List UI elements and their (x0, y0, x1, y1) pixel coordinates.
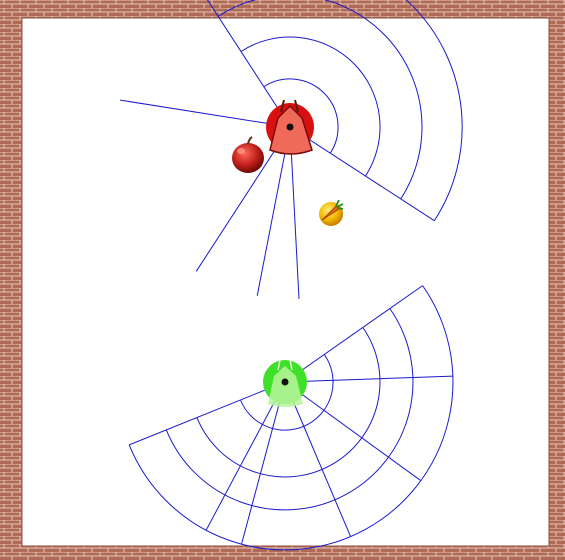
arena-floor (22, 18, 549, 546)
green-agent[interactable] (263, 360, 307, 407)
